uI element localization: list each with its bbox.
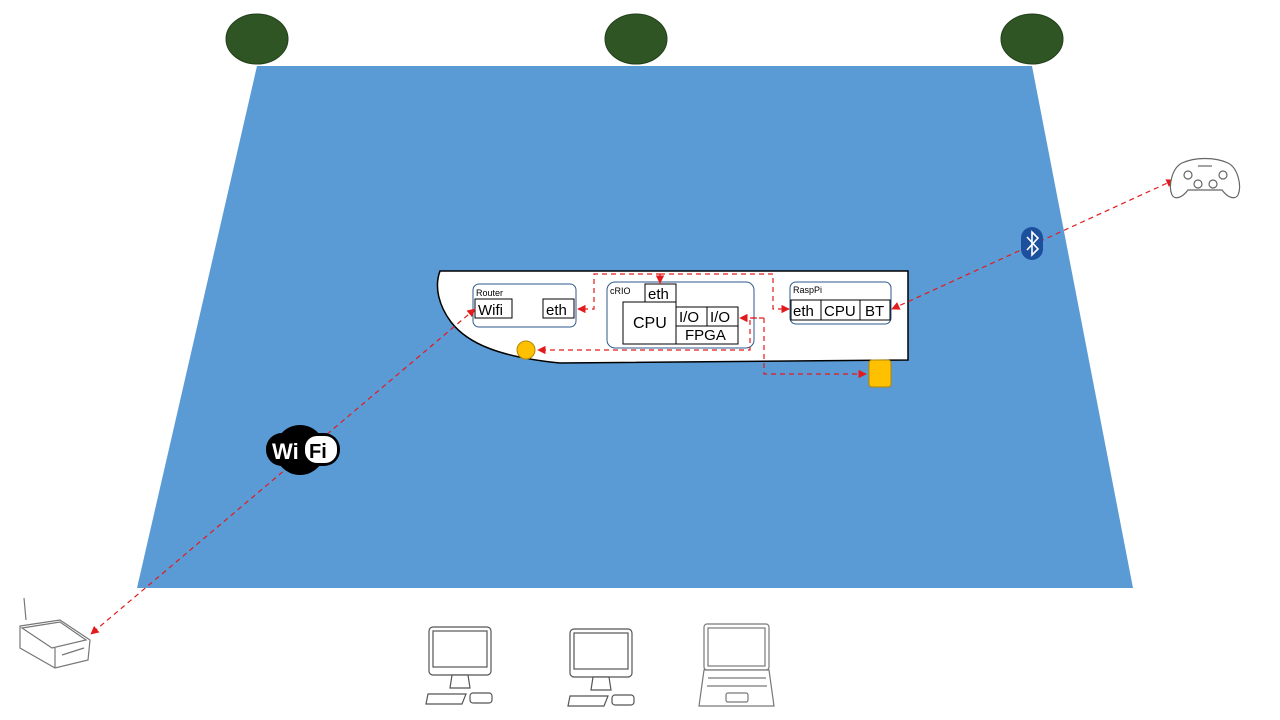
raspi-cpu-label: CPU [824, 303, 856, 320]
raspi-title: RaspPi [793, 285, 822, 295]
crio-fpga-cell [675, 325, 739, 345]
gamepad-icon [1169, 157, 1241, 199]
tree-icon [1000, 13, 1064, 65]
raspi-box: RaspPi eth CPU BT [789, 281, 892, 325]
laptop-icon [698, 623, 775, 707]
router-title: Router [476, 288, 503, 298]
crio-eth-label: eth [648, 286, 669, 303]
crio-cpu-label: CPU [633, 315, 667, 332]
crio-io2-label: I/O [710, 309, 730, 326]
router-wifi-label: Wifi [478, 302, 503, 319]
router-eth-cell [542, 298, 575, 319]
bluetooth-icon [1021, 227, 1043, 260]
crio-io1-label: I/O [679, 309, 699, 326]
link-crio-router [577, 273, 661, 314]
wifi-logo-left: Wi [272, 439, 299, 464]
desktop-computer-icon [425, 626, 493, 705]
tree-icon [225, 13, 289, 65]
link-crio-raspi [660, 273, 790, 314]
crio-fpga-label: FPGA [685, 327, 726, 344]
sensor-square [868, 359, 892, 388]
wifi-logo-icon: Wi Fi [266, 425, 340, 475]
wifi-logo-right: Fi [309, 441, 327, 463]
sensor-circle [516, 340, 536, 360]
link-router-ap [90, 308, 476, 635]
tree-icon [604, 13, 668, 65]
router-box: Router Wifi eth [472, 283, 577, 328]
raspi-bt-cell [859, 299, 891, 321]
raspi-eth-label: eth [793, 303, 814, 320]
raspi-bt-label: BT [865, 303, 884, 320]
crio-box: cRIO eth CPU I/O I/O FPGA [606, 281, 755, 349]
router-eth-label: eth [546, 302, 567, 319]
link-io-sensor [763, 318, 867, 379]
crio-title: cRIO [610, 286, 631, 296]
wireless-router-icon [19, 597, 91, 669]
desktop-computer-icon [567, 628, 635, 707]
